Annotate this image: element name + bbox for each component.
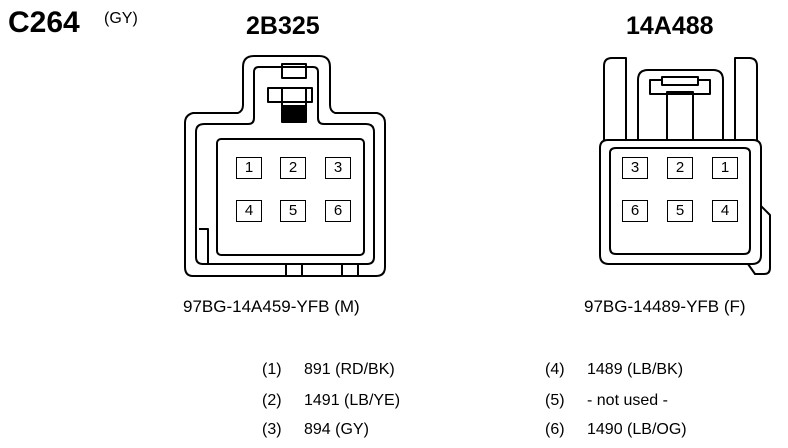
left-pin-2: 2 [280, 157, 306, 179]
right-pin-1: 1 [712, 157, 738, 179]
right-pin-2: 2 [667, 157, 693, 179]
pin-wire: 894 (GY) [304, 421, 369, 438]
pin-number: (2) [262, 392, 282, 409]
pin-wire: - not used - [587, 392, 668, 409]
pin-number: (1) [262, 361, 282, 378]
left-connector-housing [184, 55, 386, 277]
left-pin-1: 1 [236, 157, 262, 179]
right-connector-title: 14A488 [626, 12, 714, 40]
right-pin-4: 4 [712, 200, 738, 222]
right-pin-6: 6 [622, 200, 648, 222]
right-pin-5: 5 [667, 200, 693, 222]
right-connector-housing [599, 57, 771, 275]
left-pin-6: 6 [325, 200, 351, 222]
connector-id: C264 [8, 6, 80, 39]
pin-number: (5) [545, 392, 565, 409]
left-pin-5: 5 [280, 200, 306, 222]
pin-wire: 1489 (LB/BK) [587, 361, 684, 378]
left-pin-4: 4 [236, 200, 262, 222]
pin-number: (3) [262, 421, 282, 438]
left-connector-title: 2B325 [246, 12, 320, 40]
pin-number: (4) [545, 361, 565, 378]
pin-wire: 1490 (LB/OG) [587, 421, 687, 438]
right-part-number: 97BG-14489-YFB (F) [584, 297, 746, 316]
left-pin-3: 3 [325, 157, 351, 179]
connector-color: (GY) [104, 10, 138, 27]
pin-number: (6) [545, 421, 565, 438]
left-part-number: 97BG-14A459-YFB (M) [183, 297, 360, 316]
right-pin-3: 3 [622, 157, 648, 179]
pin-wire: 1491 (LB/YE) [304, 392, 401, 409]
pin-wire: 891 (RD/BK) [304, 361, 395, 378]
